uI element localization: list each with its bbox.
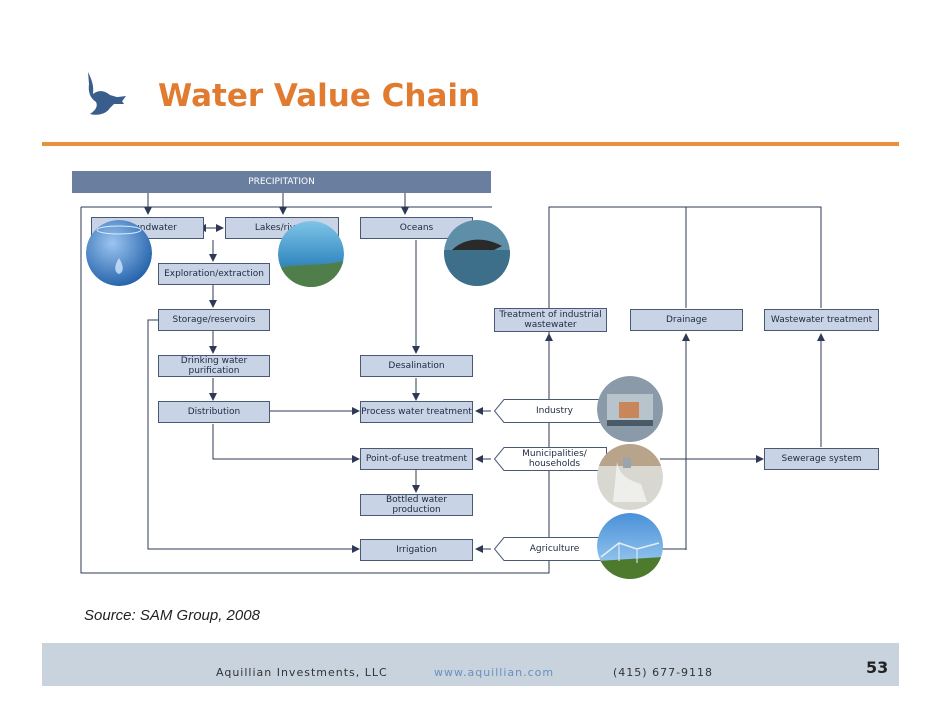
precipitation-label: PRECIPITATION [248,177,315,187]
municipalities-chevron: Municipalities/ households [494,447,607,471]
industry-photo [597,376,663,442]
point-of-use-box: Point-of-use treatment [360,448,473,470]
logo-bird-icon [88,72,126,115]
irrigation-box: Irrigation [360,539,473,561]
industry-label: Industry [535,406,574,416]
drinking-purification-box: Drinking water purification [158,355,270,377]
title-divider [42,142,899,146]
process-water-box: Process water treatment [360,401,473,423]
agriculture-photo [597,513,663,579]
footer-phone: (415) 677-9118 [613,666,714,679]
page-title: Water Value Chain [158,78,481,114]
storage-box: Storage/reservoirs [158,309,270,331]
lakes-rivers-photo [278,221,344,287]
desalination-box: Desalination [360,355,473,377]
municipalities-label: Municipalities/ households [522,449,587,469]
footer-bar [42,643,899,686]
precipitation-bar: PRECIPITATION [72,171,491,193]
households-photo [597,444,663,510]
bottled-water-box: Bottled water production [360,494,473,516]
agriculture-chevron: Agriculture [494,537,607,561]
industry-chevron: Industry [494,399,607,423]
drainage-box: Drainage [630,309,743,331]
groundwater-photo [86,220,152,286]
distribution-box: Distribution [158,401,270,423]
oceans-photo [444,220,510,286]
treatment-industrial-box: Treatment of industrial wastewater [494,308,607,332]
footer-website-link[interactable]: www.aquillian.com [434,666,555,679]
page-number: 53 [866,658,889,677]
footer-company: Aquillian Investments, LLC [216,666,388,679]
source-note: Source: SAM Group, 2008 [84,607,260,624]
wastewater-treatment-box: Wastewater treatment [764,309,879,331]
agriculture-label: Agriculture [529,544,580,554]
sewerage-system-box: Sewerage system [764,448,879,470]
exploration-box: Exploration/extraction [158,263,270,285]
